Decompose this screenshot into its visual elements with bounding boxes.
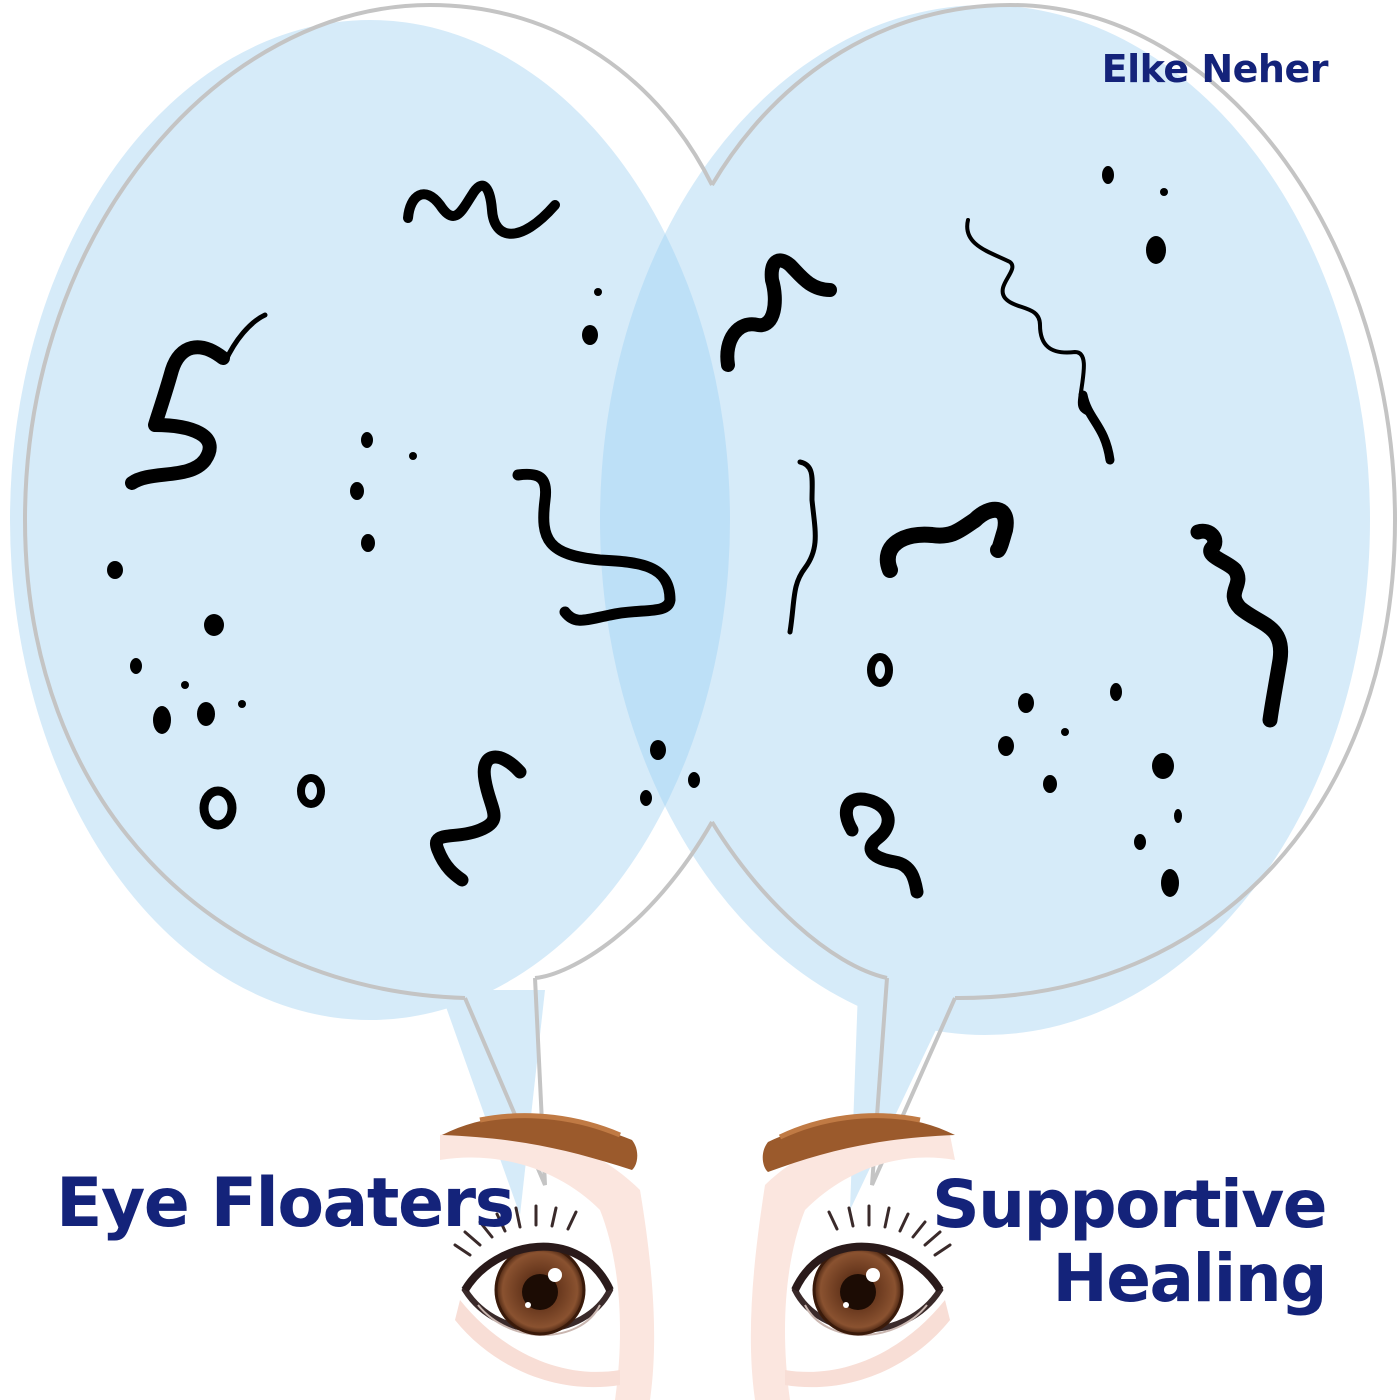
right-eyebrow-icon	[762, 1116, 955, 1172]
floater-dot-icon	[1061, 728, 1069, 736]
left-eyebrow-highlight	[479, 1113, 621, 1138]
floater-dot-icon	[197, 702, 215, 726]
floater-dot-icon	[130, 658, 142, 674]
floater-dot-icon	[361, 534, 375, 552]
floater-dot-icon	[1043, 775, 1057, 793]
floater-ring-icon	[867, 653, 893, 687]
floater-dot-icon	[1161, 869, 1179, 897]
floater-squiggle-icon	[720, 253, 837, 372]
floater-ring-icon	[199, 786, 237, 830]
title-right-line2: Healing	[1052, 1239, 1327, 1317]
floaters	[125, 180, 1289, 899]
right-eye-icon	[791, 1204, 952, 1336]
floater-squiggle-icon	[403, 180, 560, 239]
floater-dot-icon	[1152, 753, 1174, 779]
floater-squiggle-icon	[840, 792, 924, 899]
floater-dot-icon	[1146, 236, 1166, 264]
floater-dots	[107, 166, 1182, 897]
title-supportive-healing: Supportive Healing	[932, 1166, 1327, 1317]
floater-squiggle-icon	[1190, 523, 1289, 728]
floater-squiggle-icon	[222, 312, 268, 365]
floater-dot-icon	[688, 772, 700, 788]
floater-dot-icon	[107, 561, 123, 579]
bubble-outlines	[22, 2, 1398, 1186]
floater-dot-icon	[204, 614, 224, 636]
title-eye-floaters: Eye Floaters	[56, 1164, 515, 1243]
floater-dot-icon	[1160, 188, 1168, 196]
floater-dot-icon	[1134, 834, 1146, 850]
floater-dot-icon	[594, 288, 602, 296]
floater-dot-icon	[350, 482, 364, 500]
floater-dot-icon	[650, 740, 666, 760]
floater-squiggle-icon	[787, 459, 818, 635]
left-eyebrow-icon	[442, 1116, 638, 1170]
title-right-line1: Supportive	[932, 1166, 1327, 1243]
face	[440, 1127, 955, 1400]
floater-dot-icon	[1110, 683, 1122, 701]
floater-squiggle-icon	[1078, 390, 1115, 465]
floater-dot-icon	[181, 681, 189, 689]
floater-dot-icon	[1018, 693, 1034, 713]
floater-dot-icon	[361, 432, 373, 448]
floater-rings	[199, 653, 893, 830]
floater-squiggle-icon	[125, 340, 230, 490]
author-name: Elke Neher	[1101, 47, 1329, 91]
floater-dot-icon	[582, 325, 598, 345]
right-eyebrow-highlight	[778, 1113, 921, 1140]
floater-squiggle-icon	[879, 501, 1014, 578]
floater-ring-icon	[297, 774, 325, 808]
floater-dot-icon	[409, 452, 417, 460]
floater-dot-icon	[153, 706, 171, 734]
floater-dot-icon	[998, 736, 1014, 756]
floater-dot-icon	[640, 790, 652, 806]
left-eye-icon	[453, 1204, 614, 1336]
floater-dot-icon	[1102, 166, 1114, 184]
floater-dot-icon	[1174, 809, 1182, 823]
floater-squiggle-icon	[430, 750, 527, 887]
floater-squiggle-icon	[512, 468, 676, 626]
floater-dot-icon	[238, 700, 246, 708]
